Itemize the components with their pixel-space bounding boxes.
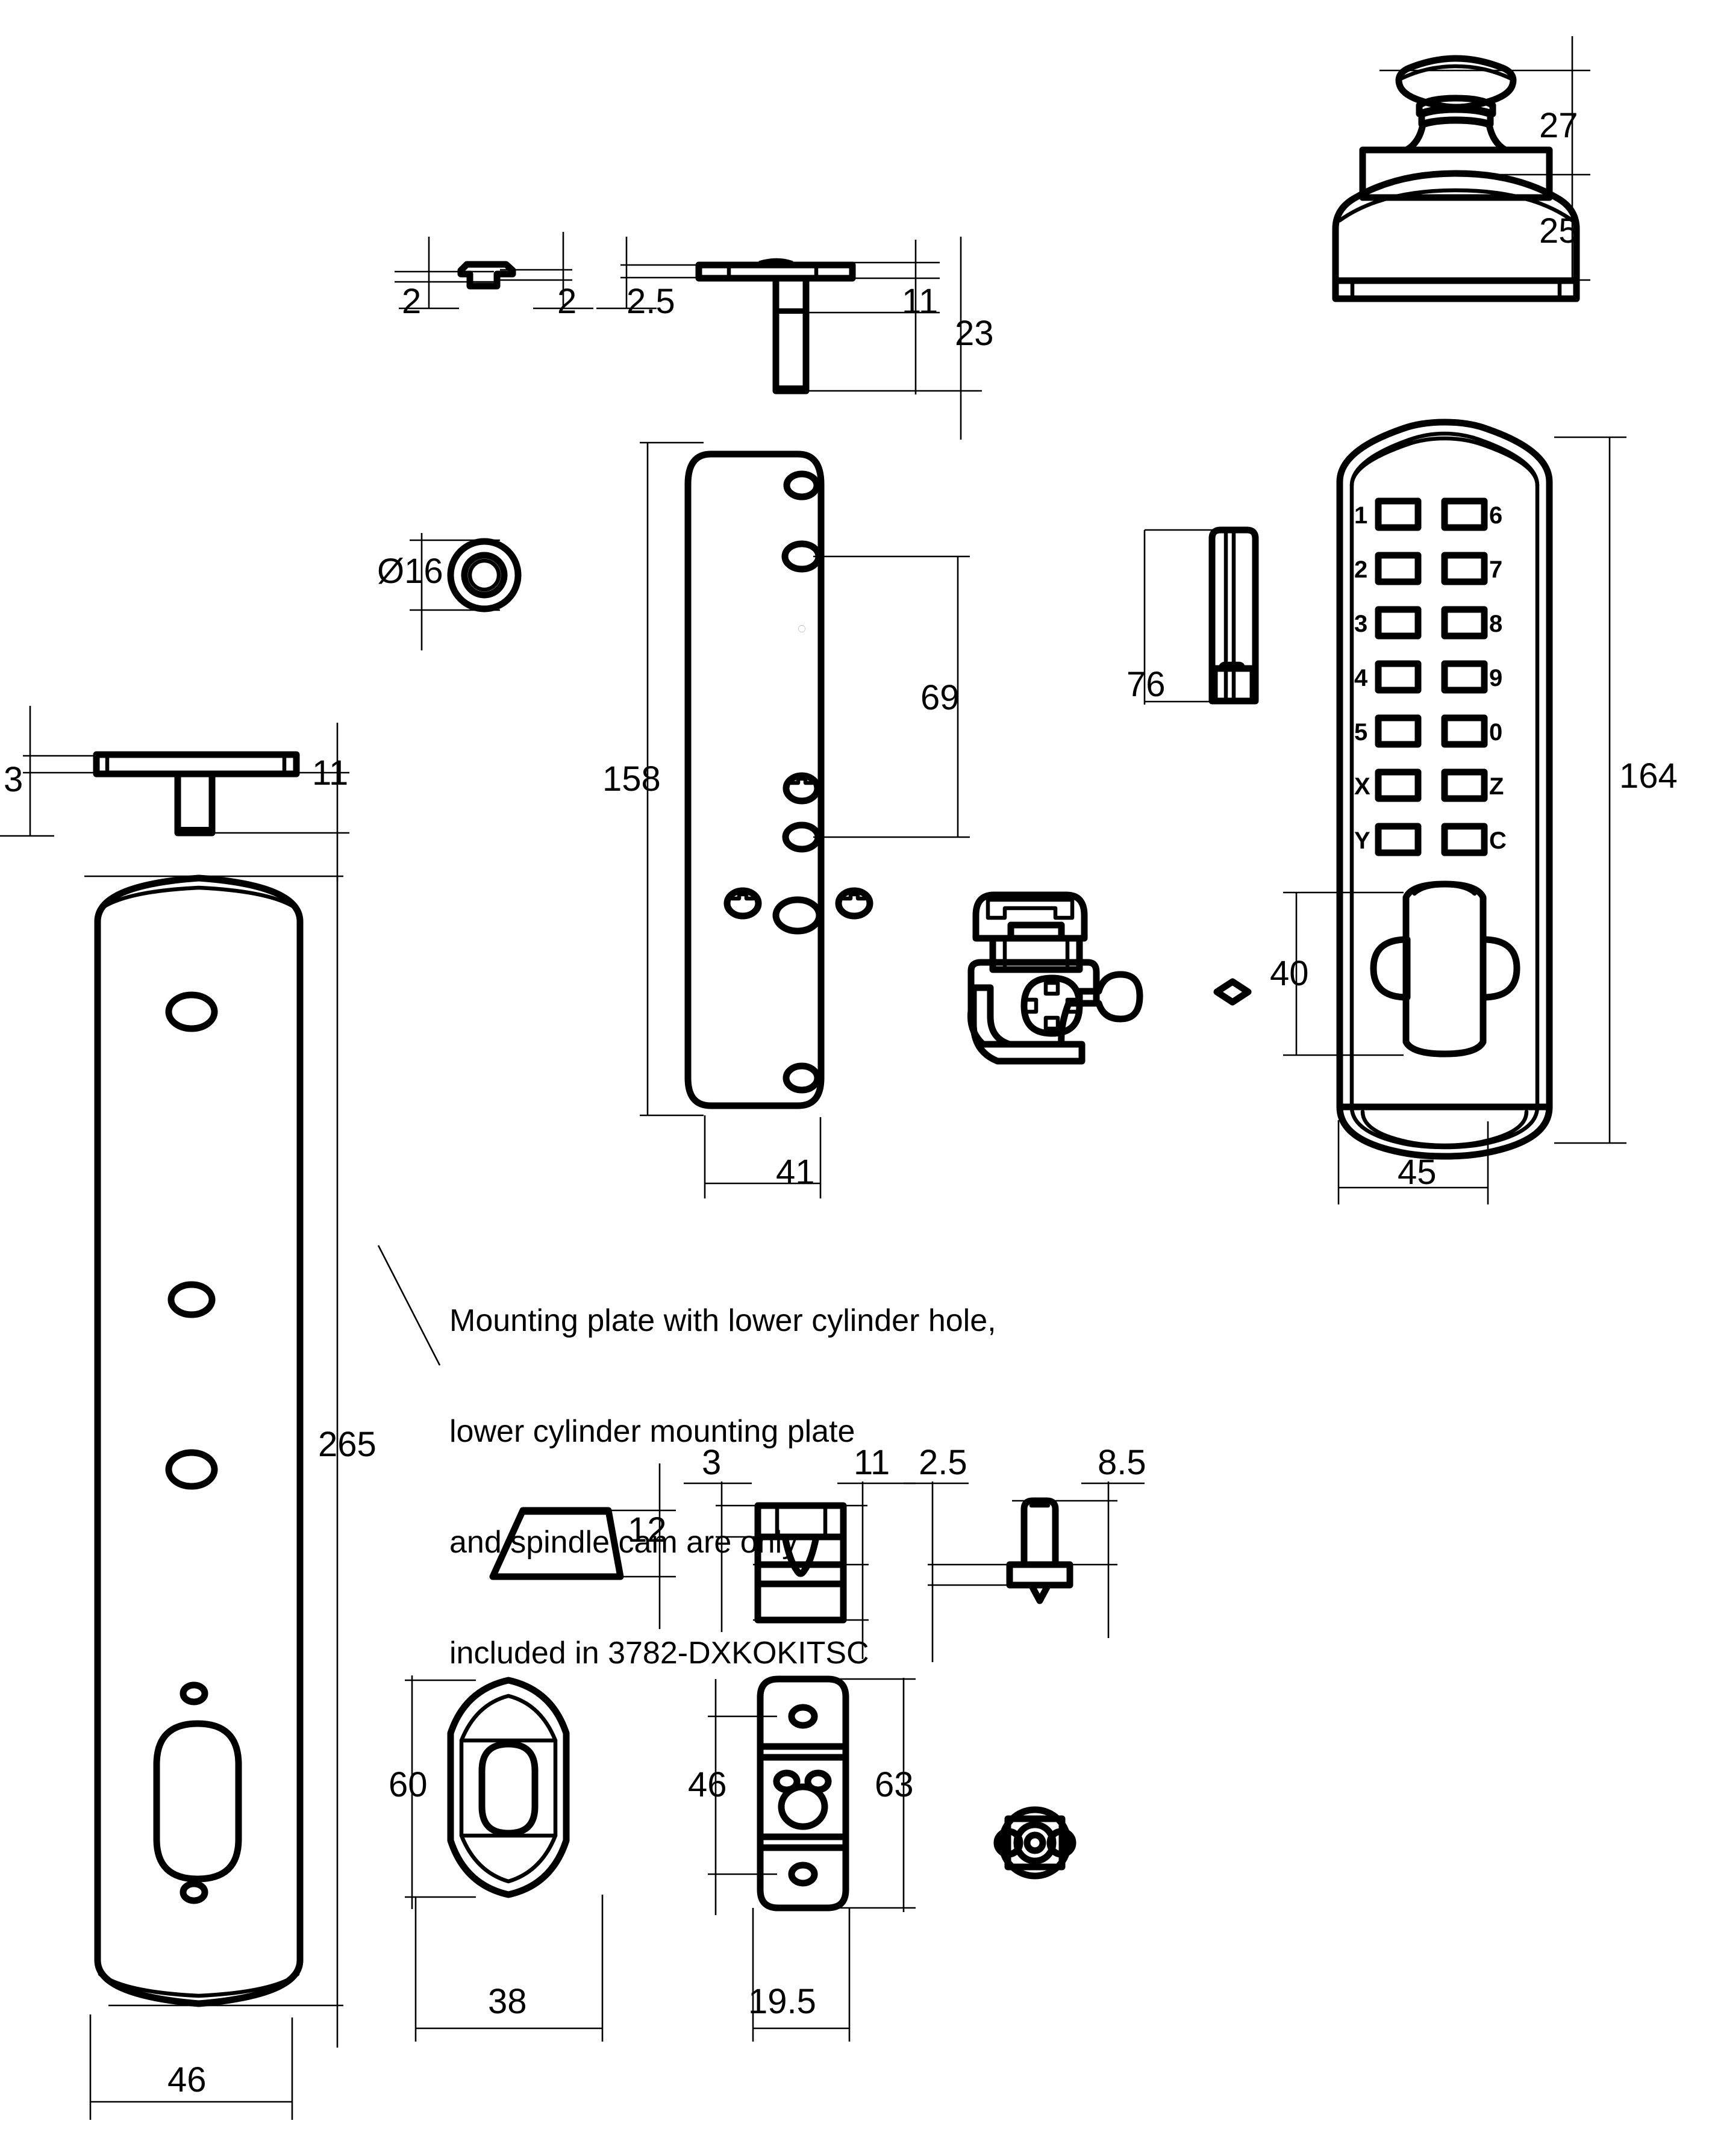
- note-line-1: Mounting plate with lower cylinder hole,: [449, 1303, 996, 1338]
- dim-keypad-40: 40: [1270, 954, 1309, 993]
- thumbturn-knob: [1332, 36, 1590, 302]
- keypad-key-c[interactable]: C: [1489, 827, 1507, 854]
- keypad-key-x[interactable]: X: [1354, 773, 1370, 800]
- dim-backplate-46: 46: [167, 2060, 207, 2099]
- keypad-key-7[interactable]: 7: [1489, 556, 1503, 583]
- dim-screw-23: 23: [955, 314, 994, 353]
- cylinder-plate: [708, 1675, 916, 2042]
- spacer-plate-section: [0, 706, 349, 881]
- dim-post-2p5: 2.5: [919, 1443, 967, 1482]
- dim-keypad-164: 164: [1619, 756, 1678, 796]
- dim-knobplate-60: 60: [389, 1765, 428, 1804]
- dim-washer-left-2: 2: [402, 282, 422, 321]
- cam-block: [684, 1481, 916, 1659]
- keypad-key-8[interactable]: 8: [1489, 611, 1503, 637]
- dim-spacer-11: 11: [312, 753, 349, 793]
- note-leader: [377, 1245, 441, 1366]
- dim-post-8p5: 8.5: [1098, 1443, 1146, 1482]
- dim-plate-158: 158: [602, 759, 661, 799]
- cam-lever: [967, 891, 1143, 1065]
- dim-plate-69: 69: [920, 678, 960, 717]
- washer-section: [395, 232, 593, 310]
- keypad-key-y[interactable]: Y: [1354, 827, 1370, 854]
- dim-knob-27: 27: [1539, 106, 1578, 145]
- dim-cylplate-46: 46: [688, 1765, 727, 1804]
- note-line-3: and spindle cam are only: [449, 1524, 798, 1560]
- diamond-marker: [1213, 978, 1252, 1006]
- bushing-face: [410, 533, 522, 650]
- keypad-key-6[interactable]: 6: [1489, 502, 1503, 529]
- dim-plate-41: 41: [776, 1153, 815, 1192]
- spindle-cam-round: [993, 1806, 1076, 1880]
- backplate-265: [84, 874, 343, 2120]
- dim-cylplate-63: 63: [875, 1765, 914, 1804]
- keypad-key-9[interactable]: 9: [1489, 665, 1503, 691]
- dim-screw-2p5: 2.5: [626, 282, 675, 321]
- dim-spacer-3: 3: [4, 760, 23, 799]
- keypad-key-4[interactable]: 4: [1354, 665, 1368, 691]
- note-line-2: lower cylinder mounting plate: [449, 1413, 855, 1449]
- mounting-plate: [640, 441, 970, 1198]
- dim-cam-11: 11: [854, 1443, 890, 1482]
- dim-knobplate-38: 38: [488, 1982, 527, 2021]
- screw-section: [596, 237, 982, 440]
- knob-escutcheon: [405, 1675, 604, 2042]
- keypad-key-z[interactable]: Z: [1489, 773, 1504, 800]
- dim-cylplate-19p5: 19.5: [748, 1982, 816, 2021]
- dim-wedge-12: 12: [628, 1510, 667, 1550]
- keypad-key-0[interactable]: 0: [1489, 719, 1503, 746]
- wedge-block: [489, 1463, 676, 1629]
- post-screw: [904, 1481, 1145, 1662]
- keypad-key-5[interactable]: 5: [1354, 719, 1368, 746]
- dim-cam-3: 3: [702, 1443, 722, 1482]
- keypad-key-1[interactable]: 1: [1354, 502, 1368, 529]
- dim-backplate-265: 265: [318, 1425, 376, 1464]
- dim-spindle-76: 76: [1126, 665, 1166, 704]
- keypad-key-3[interactable]: 3: [1354, 611, 1368, 637]
- note-line-4: included in 3782-DXKOKITSC: [449, 1635, 869, 1671]
- assembly-note: Mounting plate with lower cylinder hole,…: [449, 1229, 996, 1709]
- dim-keypad-45: 45: [1398, 1153, 1437, 1192]
- dim-knob-25: 25: [1539, 211, 1578, 251]
- keypad-buttons: [1375, 497, 1488, 856]
- keypad-body: [1283, 419, 1626, 1204]
- dim-washer-right-2: 2: [557, 282, 577, 321]
- dim-screw-11: 11: [902, 282, 939, 321]
- dim-bush-dia16: Ø16: [377, 552, 443, 591]
- keypad-key-2[interactable]: 2: [1354, 556, 1368, 583]
- spindle-bar: [1143, 526, 1259, 705]
